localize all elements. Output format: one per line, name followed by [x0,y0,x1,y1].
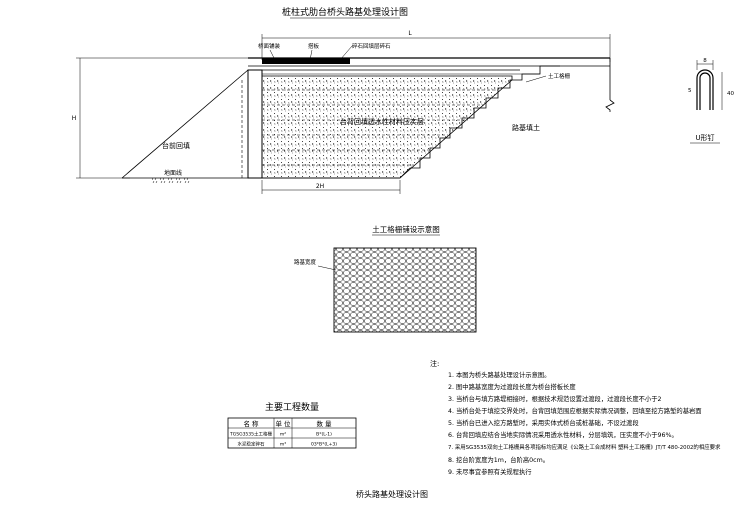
label-abutment-body: 台前回填 [162,141,190,150]
dim-height-label: H [72,115,77,122]
footer-title: 桥头路基处理设计图 [356,489,428,499]
note-item: 8. 挖台阶宽度为1m，台阶高0cm。 [448,455,549,464]
label-embankment-fill: 路基填土 [512,123,540,132]
geogrid-layers [262,89,498,166]
u-nail-detail: 8 40 5 U形钉 [688,58,734,144]
dim-bottom-label: 2H [316,183,324,190]
note-item: 9. 未尽事宜参照有关规程执行 [448,467,532,476]
table-header-name: 名 称 [243,419,259,428]
geogrid-plan-label-left: 路基宽度 [294,258,317,266]
geogrid-plan-title: 土工格栅铺设示意图 [372,224,440,234]
note-item: 4. 当桥台处于填挖交界处时，台背回填范围应根据实际情况调整，回填至挖方路堑的基… [448,406,702,415]
table-header-qty: 数 量 [316,419,332,428]
geogrid-plan: 土工格栅铺设示意图 路基宽度 [294,224,477,333]
table-cell: 03*B*(L+3) [311,442,337,448]
note-item: 1. 本图为桥头路基处理设计示意图。 [448,370,550,379]
u-nail-dim-side: 5 [688,88,692,94]
note-item: 6. 台背回填应结合当地实际情况采用透水性材料，分层填筑，压实度不小于96%。 [448,430,678,439]
table-cell: B*(L-1) [316,432,332,438]
note-item: 2. 图中路基宽度为过渡段长度为桥台搭板长度 [448,382,576,391]
table-cell: TGSG3535土工格栅 [229,431,273,438]
abutment-wall [247,69,263,179]
label-ground-line: 地面线 [164,169,182,177]
note-item: 5. 当桥台已进入挖方路堑时，采用实体式桥台或桩基础，不设过渡段 [448,418,639,427]
u-nail-dim-height: 40 [727,91,734,97]
notes-heading: 注: [430,359,439,368]
u-nail-dim-width: 8 [703,58,707,64]
backfill-body [261,75,513,179]
table-cell: 水泥稳定碎石 [238,441,265,448]
table-header-unit: 单 位 [275,419,291,428]
note-item: 3. 当桥台与填方路堤相接时，根据技术规范设置过渡段，过渡段长度不小于2 [448,394,662,403]
note-item: 7. 采用SG3535双向土工格栅具各项指标均应满足《公路土工合成材料 塑料土工… [448,443,721,451]
dim-top-label: L [408,30,412,37]
label-geogrid: 土工格栅 [548,72,571,80]
table-cell: m³ [280,442,286,448]
label-backfill-body: 台背回填透水性材料压实层 [340,117,424,126]
dim-bottom: 2H [261,180,401,194]
embankment-steps [399,65,560,179]
notes: 注: 1. 本图为桥头路基处理设计示意图。 2. 图中路基宽度为过渡段长度为桥台… [430,359,721,476]
label-backfill-gravel: 碎石回填层碎石 [352,42,391,50]
dim-height: H [72,57,248,179]
label-bridge-deck: 桥面铺装 [258,42,281,50]
main-section: 桩柱式肋台桥头路基处理设计图 L H [72,6,615,194]
quantity-table: 主要工程数量 名 称 单 位 数 量 TGSG3535土工格栅 m² B*(L-… [227,401,357,449]
main-section-title: 桩柱式肋台桥头路基处理设计图 [282,6,408,18]
quantity-table-title: 主要工程数量 [265,401,319,413]
dim-top: L [261,30,611,62]
geogrid-mesh [333,247,477,333]
approach-slab [262,58,350,64]
table-cell: m² [280,433,286,438]
label-approach-slab: 搭板 [308,42,320,50]
u-nail-title: U形钉 [695,133,714,142]
